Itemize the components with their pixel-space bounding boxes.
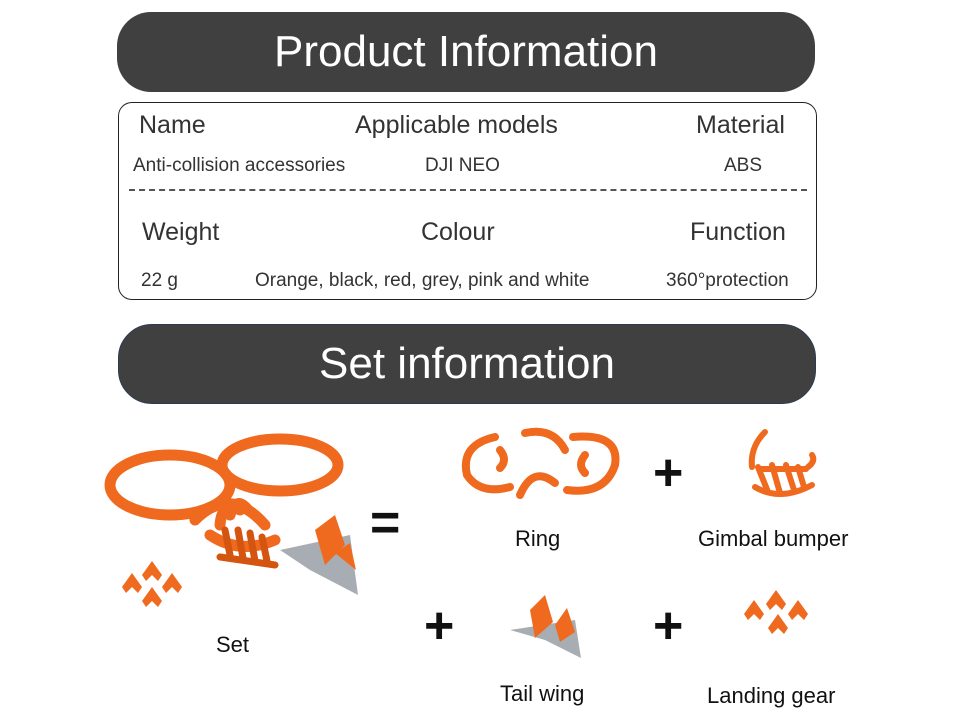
plus-sign-1: + — [653, 444, 684, 502]
gimbal-bumper-label: Gimbal bumper — [698, 526, 849, 551]
set-label: Set — [216, 632, 250, 657]
spec-table: Name Applicable models Material Anti-col… — [118, 102, 817, 300]
divider — [129, 189, 807, 191]
material-label: Material — [696, 111, 785, 139]
landing-gear-image — [744, 590, 808, 634]
ring-label: Ring — [515, 526, 561, 551]
product-info-title: Product Information — [274, 27, 658, 76]
ring-image — [461, 427, 620, 499]
product-info-banner: Product Information — [117, 12, 815, 92]
set-product-image — [104, 433, 358, 607]
material-value: ABS — [724, 155, 763, 176]
plus-sign-3: + — [653, 597, 684, 655]
landing-gear-label: Landing gear — [707, 683, 836, 708]
colour-label: Colour — [421, 218, 495, 246]
set-info-title: Set information — [319, 339, 615, 388]
models-value: DJI NEO — [425, 155, 500, 176]
tail-wing-image — [510, 595, 581, 658]
gimbal-bumper-image — [748, 429, 817, 497]
function-value: 360°protection — [666, 270, 789, 291]
name-value: Anti-collision accessories — [133, 155, 346, 176]
set-info-banner: Set information — [118, 324, 816, 404]
colour-value: Orange, black, red, grey, pink and white — [255, 270, 590, 291]
models-label: Applicable models — [355, 111, 558, 139]
function-label: Function — [690, 218, 786, 246]
tail-wing-label: Tail wing — [500, 681, 585, 706]
weight-value: 22 g — [141, 270, 178, 291]
plus-sign-2: + — [424, 597, 455, 655]
equals-sign: = — [370, 494, 401, 552]
weight-label: Weight — [142, 218, 220, 246]
name-label: Name — [139, 111, 206, 139]
